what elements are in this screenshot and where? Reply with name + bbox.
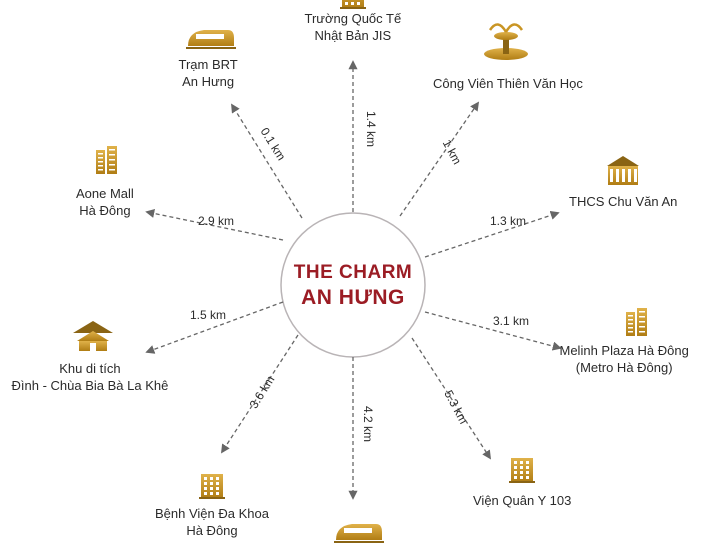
place-name-line1: Aone Mall bbox=[76, 186, 134, 201]
temple-icon bbox=[73, 321, 113, 351]
place-label-aone: Aone Mall Hà Đông bbox=[76, 185, 134, 219]
distance-label-melinh: 3.1 km bbox=[493, 314, 530, 328]
place-label-jis: Trường Quốc Tế Nhật Bản JIS bbox=[305, 10, 402, 44]
building-icon bbox=[509, 458, 535, 483]
connector-arrow-vien103 bbox=[411, 337, 491, 460]
connector-arrow-aone bbox=[145, 209, 284, 241]
place-name-line2: (Metro Hà Đông) bbox=[575, 360, 673, 375]
place-label-melinh: Melinh Plaza Hà Đông (Metro Hà Đông) bbox=[560, 342, 689, 376]
center-title-line2: AN HƯNG bbox=[301, 286, 405, 309]
building-icon bbox=[199, 474, 225, 499]
tower-icon bbox=[626, 308, 647, 336]
place-label-park: Công Viên Thiên Văn Học bbox=[433, 75, 583, 92]
connector-arrow-temple bbox=[145, 301, 284, 354]
place-name-line2: Đình - Chùa Bia Bà La Khê bbox=[11, 378, 169, 393]
place-name-line1: Công Viên Thiên Văn Học bbox=[433, 76, 583, 91]
place-name-line2: Hà Đông bbox=[79, 203, 131, 218]
building-icon bbox=[340, 0, 366, 9]
distance-label-jis: 1.4 km bbox=[364, 110, 379, 148]
train-icon bbox=[334, 524, 384, 543]
place-name-line2: Hà Đông bbox=[186, 523, 238, 538]
tower-icon bbox=[96, 146, 117, 174]
place-name-line2: Nhật Bản JIS bbox=[314, 28, 392, 43]
place-label-brt: Trạm BRT An Hưng bbox=[179, 56, 238, 90]
connector-arrow-park bbox=[399, 101, 480, 217]
distance-label-school: 1.3 km bbox=[490, 214, 527, 228]
school-icon bbox=[607, 156, 639, 185]
place-name-line1: Trường Quốc Tế bbox=[304, 11, 402, 26]
fountain-icon bbox=[484, 23, 528, 60]
center-title-line1: THE CHARM bbox=[293, 262, 413, 283]
place-name-line1: Trạm BRT bbox=[178, 57, 238, 72]
distance-label-temple: 1.5 km bbox=[190, 308, 227, 322]
place-name-line1: Khu di tích bbox=[59, 361, 121, 376]
connector-arrow-melinh bbox=[424, 311, 562, 351]
connector-arrow-hospital bbox=[221, 334, 299, 454]
place-name-line2: An Hưng bbox=[182, 74, 235, 89]
place-name-line1: Melinh Plaza Hà Đông bbox=[559, 343, 689, 358]
center-circle bbox=[280, 212, 426, 358]
distance-label-aone: 2.9 km bbox=[198, 214, 235, 228]
place-name-line1: Bệnh Viện Đa Khoa bbox=[155, 506, 269, 521]
place-name-line1: Viện Quân Y 103 bbox=[473, 493, 572, 508]
place-label-school: THCS Chu Văn An bbox=[569, 193, 677, 210]
distance-label-bottom: 4.2 km bbox=[361, 405, 376, 443]
place-name-line1: THCS Chu Văn An bbox=[569, 194, 678, 209]
connector-arrow-school bbox=[424, 210, 560, 258]
connector-arrow-brt bbox=[231, 103, 303, 219]
place-label-hospital: Bệnh Viện Đa Khoa Hà Đông bbox=[155, 505, 269, 539]
train-icon bbox=[186, 30, 236, 49]
place-label-vien103: Viện Quân Y 103 bbox=[473, 492, 571, 509]
